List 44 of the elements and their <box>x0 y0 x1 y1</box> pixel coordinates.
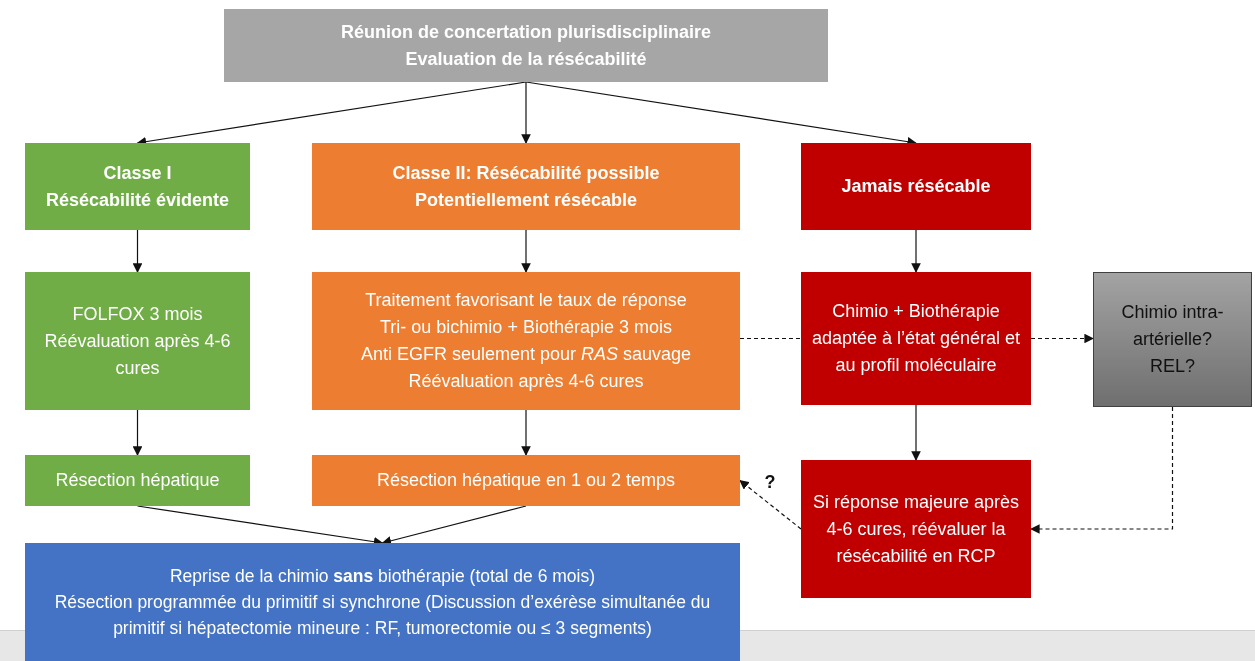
node-text: REL? <box>1150 355 1195 378</box>
node-text: Résection hépatique <box>55 469 220 492</box>
node-text: Résection hépatique en 1 ou 2 temps <box>376 469 676 492</box>
process-box <box>801 272 1031 405</box>
arrow <box>911 229 921 273</box>
arrow <box>132 409 143 456</box>
process-box <box>312 143 740 230</box>
arrow <box>381 505 527 546</box>
process-box <box>801 460 1031 598</box>
node-text: Potentiellement résécable <box>414 188 638 212</box>
node-text: Si réponse majeure après 4-6 cures, réévaluer la résécabilité en RCP <box>811 490 1021 568</box>
node-text: Reprise de la chimio sans biothérapie (total de 6 mois) <box>169 564 596 588</box>
arrow <box>132 229 143 273</box>
process-box <box>25 272 250 410</box>
node-text: Anti EGFR seulement pour RAS sauvage <box>360 343 692 366</box>
arrow <box>521 229 531 273</box>
node-text: Réévaluation après 4-6 cures <box>408 370 644 393</box>
node-text: Chimio + Biothérapie adaptée à l’état général et au profil moléculaire <box>810 300 1022 377</box>
process-box <box>25 143 250 230</box>
node-text: Classe II: Résécabilité possible <box>392 161 660 185</box>
node-text: Réévaluation après 4-6 cures <box>43 329 232 380</box>
arrow <box>521 81 531 144</box>
process-box <box>312 455 740 506</box>
node-text: Evaluation de la résécabilité <box>405 47 647 71</box>
node-text: Résection programmée du primitif si synchrone (Discussion d’exérèse simultanée du primitif si hépatectomie mineure : RF, tumorectomie ou ≤ 3 segments) <box>53 590 712 641</box>
process-box <box>801 143 1031 230</box>
node-text: Résécabilité évidente <box>45 188 230 212</box>
node-text: Chimio intra-artérielle? <box>1120 301 1225 351</box>
summary-box <box>25 543 740 661</box>
node-text: Tri- ou bichimio + Biothérapie 3 mois <box>380 316 672 339</box>
dashed-arrow <box>739 479 802 530</box>
arrow <box>521 409 531 456</box>
node-text: FOLFOX 3 mois <box>72 302 203 326</box>
process-box <box>25 455 250 506</box>
header-box <box>224 9 828 82</box>
node-text: Classe I <box>103 161 172 185</box>
node-text: Traitement favorisant le taux de réponse <box>365 289 687 312</box>
option-box <box>1093 272 1252 407</box>
dashed-arrow <box>1030 333 1094 344</box>
arrow <box>911 404 921 461</box>
process-box <box>312 272 740 410</box>
node-text: Jamais résécable <box>841 175 991 198</box>
node-text: Réunion de concertation plurisdisciplinaire <box>340 20 712 44</box>
dashed-arrow <box>1030 406 1174 534</box>
